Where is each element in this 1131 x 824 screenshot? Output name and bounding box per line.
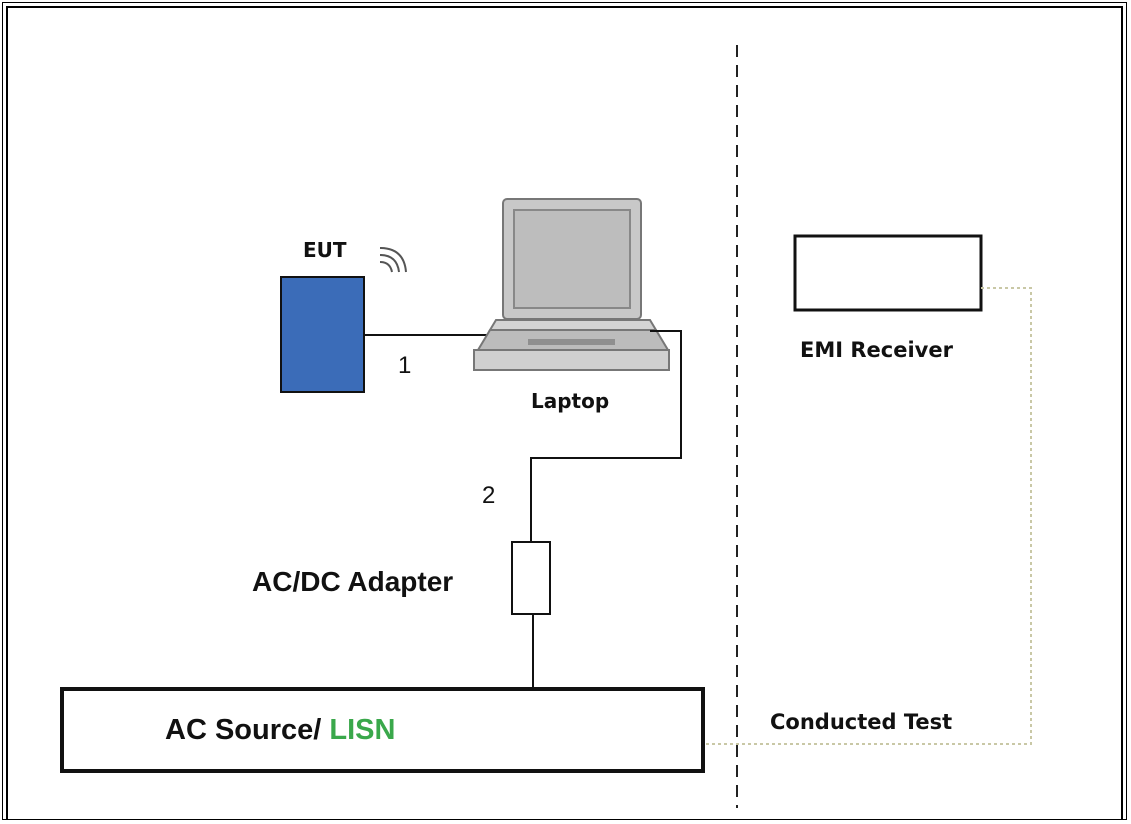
eut-device xyxy=(280,276,365,393)
cable-2 xyxy=(530,330,682,542)
conducted-test-label: Conducted Test xyxy=(770,710,953,734)
conducted-test-cable xyxy=(705,287,1032,745)
inner-frame xyxy=(6,6,1123,820)
ac-source-lisn-box xyxy=(60,687,705,773)
emi-receiver-label: EMI Receiver xyxy=(800,338,953,362)
eut-label: EUT xyxy=(303,238,347,262)
cable-2-label: 2 xyxy=(482,482,496,509)
emi-receiver-box xyxy=(793,234,983,312)
laptop-label: Laptop xyxy=(531,389,610,413)
wifi-signal-icon xyxy=(379,247,407,273)
laptop-icon xyxy=(473,198,670,371)
adapter-label: AC/DC Adapter xyxy=(252,566,454,597)
ac-source-label: AC Source/ LISN xyxy=(165,714,395,747)
cable-1-label: 1 xyxy=(398,352,412,379)
ac-dc-adapter xyxy=(511,541,551,615)
ac-source-text: AC Source/ xyxy=(165,714,330,746)
lisn-text: LISN xyxy=(329,714,396,746)
